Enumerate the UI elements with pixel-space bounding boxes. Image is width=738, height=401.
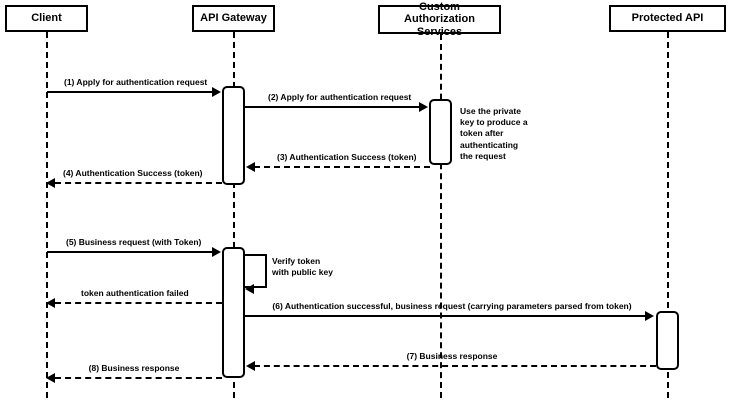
self-message-label-verify-token: Verify token with public key (272, 256, 333, 278)
message-label-8: (8) Business response (88, 363, 180, 373)
activation-api-gateway-business (222, 247, 245, 378)
participant-label-custom-authorization-services: Custom Authorization Services (404, 0, 475, 38)
arrow-head-right-icon-2 (419, 102, 428, 112)
message-line-2 (245, 106, 421, 108)
message-label-7: (7) Business response (406, 351, 498, 361)
message-line-token-authentication-failed (55, 302, 222, 304)
self-message-loop-verify-token (245, 254, 267, 288)
participant-label-protected-api: Protected API (631, 12, 704, 25)
activation-api-gateway-auth (222, 86, 245, 185)
lifeline-client (46, 32, 48, 398)
arrow-head-left-icon-token-authentication-failed (46, 298, 55, 308)
message-label-3: (3) Authentication Success (token) (277, 152, 417, 162)
arrow-head-right-icon-1 (212, 87, 221, 97)
message-line-7 (254, 365, 656, 367)
lifeline-custom-authorization-services (440, 34, 442, 398)
activation-protected-api (656, 311, 679, 370)
arrow-head-right-icon-6 (645, 311, 654, 321)
participant-box-custom-authorization-services[interactable]: Custom Authorization Services (378, 1, 501, 38)
participant-label-api-gateway: API Gateway (200, 12, 267, 25)
participant-box-protected-api[interactable]: Protected API (609, 5, 726, 32)
message-label-4: (4) Authentication Success (token) (63, 168, 203, 178)
message-line-6 (245, 315, 646, 317)
participant-label-client: Client (31, 12, 62, 25)
participant-box-api-gateway[interactable]: API Gateway (192, 5, 275, 32)
arrow-head-right-icon-5 (212, 247, 221, 257)
participant-box-client[interactable]: Client (5, 5, 88, 32)
message-line-1 (47, 91, 213, 93)
arrow-head-left-icon-4 (46, 178, 55, 188)
message-line-3 (254, 166, 430, 168)
message-line-8 (55, 377, 222, 379)
message-label-2: (2) Apply for authentication request (268, 92, 412, 102)
arrow-head-left-icon-verify-token (245, 284, 254, 294)
message-label-5: (5) Business request (with Token) (66, 237, 202, 247)
message-line-4 (55, 182, 222, 184)
message-label-6: (6) Authentication successful, business … (272, 301, 632, 311)
arrow-head-left-icon-8 (46, 373, 55, 383)
message-label-token-authentication-failed: token authentication failed (81, 288, 189, 298)
arrow-head-left-icon-3 (246, 162, 255, 172)
note-private-key: Use the private key to produce a token a… (460, 106, 528, 161)
message-label-1: (1) Apply for authentication request (64, 77, 208, 87)
lifeline-protected-api (667, 32, 669, 398)
lifeline-api-gateway (233, 32, 235, 398)
arrow-head-left-icon-7 (246, 361, 255, 371)
message-line-5 (47, 251, 213, 253)
activation-custom-authorization-services (429, 99, 452, 165)
